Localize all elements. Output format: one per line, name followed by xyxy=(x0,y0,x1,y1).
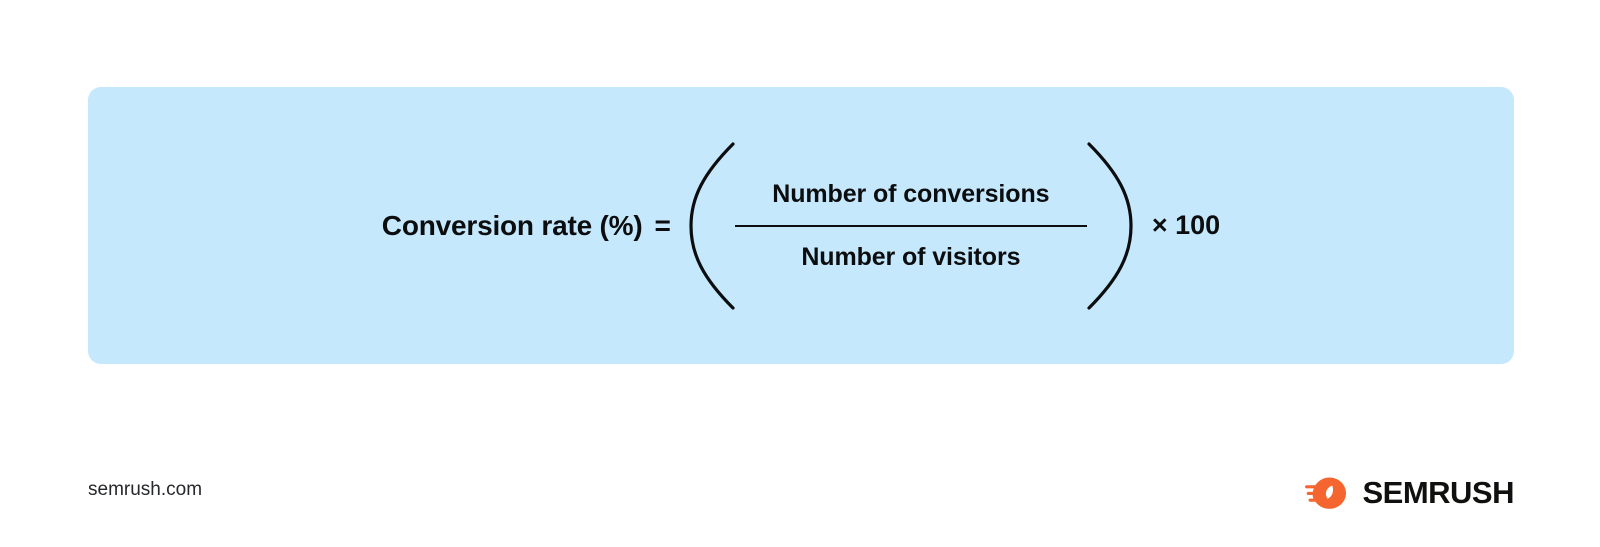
fraction: Number of conversions Number of visitors xyxy=(734,179,1087,271)
close-parenthesis-icon xyxy=(1083,140,1135,312)
fraction-numerator: Number of conversions xyxy=(772,179,1050,208)
equals-sign: = xyxy=(654,209,671,241)
parenthesized-fraction: Number of conversions Number of visitors xyxy=(687,140,1135,312)
formula-left-hand-side: Conversion rate (%) xyxy=(381,209,643,241)
semrush-logo: SEMRUSH xyxy=(1305,472,1514,512)
open-parenthesis-icon xyxy=(687,140,739,312)
site-url-label: semrush.com xyxy=(88,479,203,500)
fraction-bar xyxy=(734,224,1087,227)
semrush-comet-icon xyxy=(1305,475,1349,509)
formula-panel: Conversion rate (%) = Number of conversi… xyxy=(88,87,1514,364)
fraction-denominator: Number of visitors xyxy=(801,242,1021,271)
conversion-rate-formula: Conversion rate (%) = Number of conversi… xyxy=(88,87,1514,364)
formula-multiplier: × 100 xyxy=(1151,210,1221,240)
semrush-wordmark: SEMRUSH xyxy=(1362,474,1514,510)
